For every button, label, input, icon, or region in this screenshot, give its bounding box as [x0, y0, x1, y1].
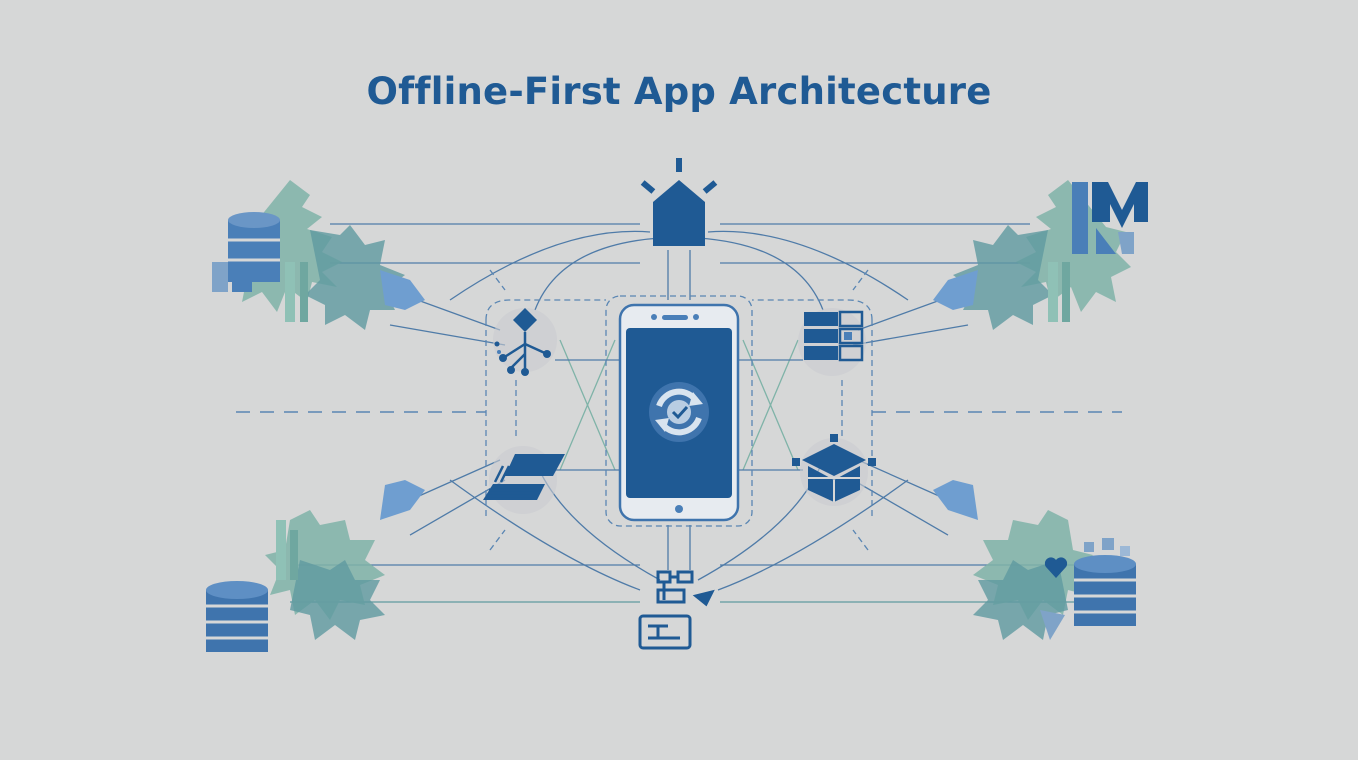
sync-check-icon — [649, 382, 709, 442]
folded-documents-icon — [483, 446, 565, 514]
phone-frame-dashed — [485, 269, 873, 551]
server-rack-icon — [798, 308, 866, 376]
database-icon-bottom-right — [1074, 538, 1136, 626]
foliage-cluster-bottom-left — [265, 480, 425, 640]
m-logo-mark-icon — [1072, 182, 1148, 254]
cube-package-icon — [792, 434, 876, 506]
database-icon-top-left — [228, 212, 280, 282]
heart-icon — [1044, 557, 1068, 578]
branching-nodes-icon — [493, 308, 557, 376]
foliage-cluster-top-left — [212, 180, 425, 330]
broadcast-home-icon — [640, 158, 718, 246]
server-ui-components-icon — [638, 570, 715, 650]
page-title: Offline-First App Architecture — [366, 70, 992, 113]
foliage-cluster-top-right — [933, 180, 1131, 330]
foliage-cluster-bottom-right — [933, 480, 1093, 640]
database-icon-bottom-left — [206, 581, 268, 652]
